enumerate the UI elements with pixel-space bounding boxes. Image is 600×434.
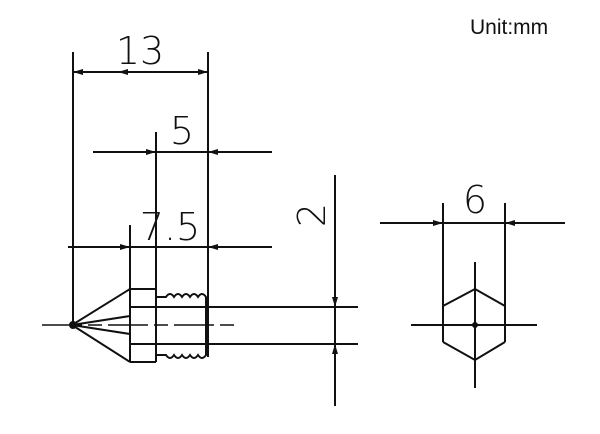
dim-6: 6 bbox=[463, 178, 487, 222]
hex-end-view bbox=[380, 203, 565, 388]
thread bbox=[156, 293, 207, 359]
dim-13: 13 bbox=[116, 29, 164, 73]
dim-5: 5 bbox=[170, 109, 194, 153]
side-view bbox=[42, 52, 358, 406]
unit-label: Unit:mm bbox=[470, 16, 549, 39]
dimension-labels: 13 5 7.5 2 6 bbox=[116, 29, 487, 249]
dim-7-5: 7.5 bbox=[140, 205, 200, 249]
dim-2: 2 bbox=[290, 203, 334, 227]
